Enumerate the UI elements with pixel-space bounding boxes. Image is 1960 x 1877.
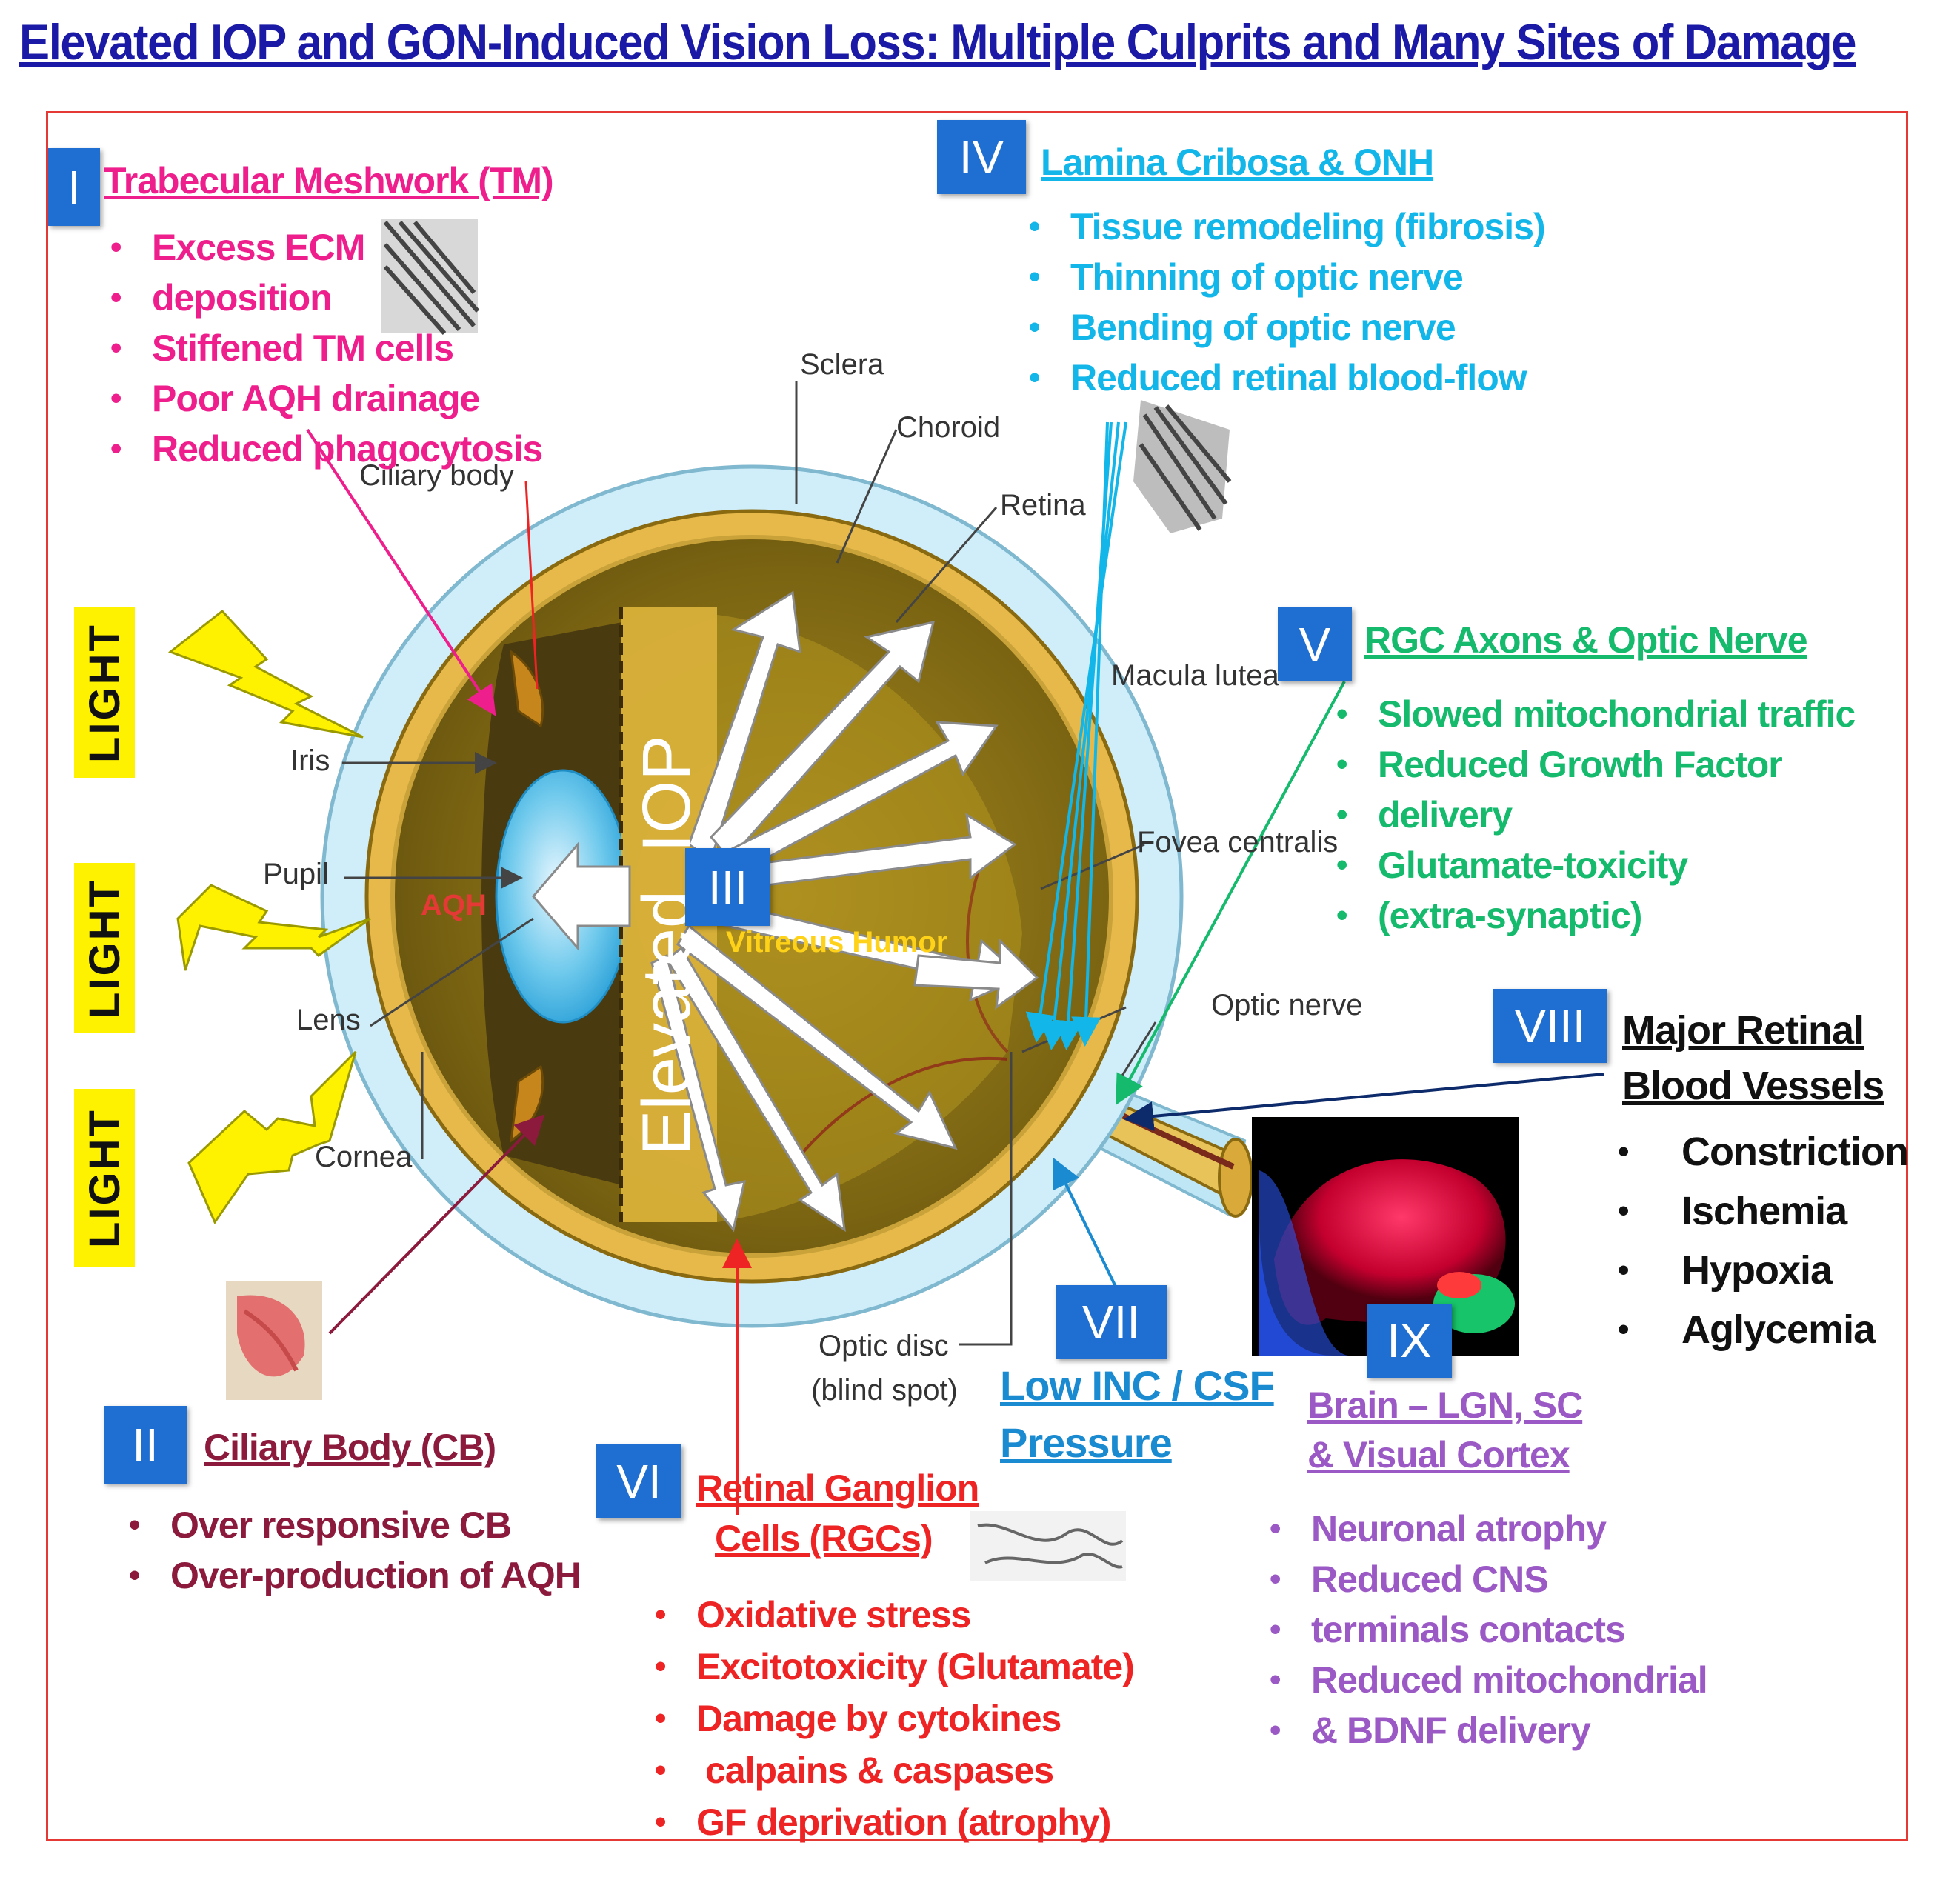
list-item: Slowed mitochondrial traffic (1333, 689, 1856, 739)
rgc-heading-line1: Retinal Ganglion (696, 1467, 979, 1509)
list-item-continuation: delivery (1333, 790, 1855, 840)
list-item: Oxidative stress (652, 1589, 1134, 1641)
vessels-heading-line2: Blood Vessels (1622, 1064, 1884, 1108)
badge-section-9: IX (1367, 1304, 1452, 1378)
list-item: Bending of optic nerve (1026, 302, 1545, 353)
list-item: Reduced CNS (1267, 1554, 1707, 1604)
list-item-continuation: deposition (107, 273, 542, 323)
list-item: Hypoxia (1615, 1241, 1908, 1300)
label-cornea: Cornea (315, 1141, 413, 1173)
label-optic-nerve: Optic nerve (1211, 989, 1363, 1021)
lightning-bolts (167, 609, 371, 1225)
badge-section-6: VI (596, 1444, 681, 1518)
list-item: Constriction (1615, 1122, 1909, 1181)
lamina-heading: Lamina Cribosa & ONH (1041, 141, 1434, 183)
label-pupil: Pupil (263, 858, 329, 890)
list-item: Thinning of optic nerve (1026, 252, 1545, 302)
brain-list: Neuronal atrophy Reduced CNS terminals c… (1267, 1504, 1708, 1756)
badge-section-5: V (1278, 607, 1352, 681)
label-iris: Iris (290, 744, 330, 777)
label-sclera: Sclera (800, 348, 884, 381)
cb-arrow (328, 1114, 545, 1335)
csf-arrow (1052, 1157, 1120, 1293)
list-item: Tissue remodeling (fibrosis) (1026, 201, 1546, 252)
list-item: GF deprivation (atrophy) (652, 1796, 1134, 1848)
list-item: Damage by cytokines (652, 1693, 1134, 1744)
rgc-list: Oxidative stress Excitotoxicity (Glutama… (652, 1589, 1135, 1848)
rgc-heading-line2: Cells (RGCs) (715, 1518, 933, 1559)
badge-section-4: IV (937, 120, 1026, 194)
list-item: Reduced mitochondrial (1267, 1655, 1708, 1705)
vessels-list: Constriction Ischemia Hypoxia Aglycemia (1615, 1122, 1909, 1359)
list-item: Ischemia (1615, 1181, 1908, 1241)
page-title: Elevated IOP and GON-Induced Vision Loss… (19, 14, 1856, 70)
brain-heading-line2: & Visual Cortex (1307, 1434, 1570, 1476)
light-label-bottom: LIGHT (74, 1089, 135, 1267)
label-aqh: AQH (421, 889, 487, 921)
vessels-heading-line1: Major Retinal (1622, 1008, 1864, 1053)
cb-heading: Ciliary Body (CB) (204, 1427, 496, 1468)
badge-section-1: I (48, 148, 100, 226)
csf-heading-line2: Pressure (1000, 1419, 1173, 1466)
list-item: Stiffened TM cells (107, 323, 542, 373)
list-item: Poor AQH drainage (107, 373, 542, 424)
tm-list: Excess ECM deposition Stiffened TM cells… (107, 222, 543, 474)
light-label-middle: LIGHT (74, 863, 135, 1033)
badge-section-3: III (685, 848, 770, 926)
tm-heading: Trabecular Meshwork (TM) (104, 160, 554, 201)
lamina-arrows (1025, 421, 1127, 1050)
light-label-top: LIGHT (74, 607, 135, 778)
label-optic-disc: Optic disc (819, 1330, 949, 1362)
csf-heading-line1: Low INC / CSF (1000, 1362, 1275, 1409)
label-macula: Macula lutea (1111, 659, 1279, 692)
badge-section-2: II (104, 1406, 187, 1484)
pressure-arrows (532, 590, 1039, 1233)
lamina-list: Tissue remodeling (fibrosis) Thinning of… (1026, 201, 1546, 403)
list-item-continuation: (extra-synaptic) (1333, 890, 1855, 941)
rgc-axon-arrow (1116, 681, 1346, 1106)
badge-section-8: VIII (1493, 989, 1607, 1063)
list-item: Aglycemia (1615, 1300, 1908, 1359)
ciliary-body-top (510, 649, 544, 728)
label-blind-spot: (blind spot) (811, 1374, 958, 1407)
list-item: Reduced retinal blood-flow (1026, 353, 1545, 403)
label-choroid: Choroid (896, 411, 1001, 444)
list-item: Reduced Growth Factor (1333, 739, 1855, 790)
label-lens: Lens (296, 1004, 361, 1036)
cb-thumbnail (226, 1281, 322, 1400)
list-item-continuation: calpains & caspases (652, 1744, 1134, 1796)
vessel-arrow (1124, 1073, 1604, 1131)
lamina-thumbnail (1133, 400, 1232, 533)
brain-heading-line1: Brain – LGN, SC (1307, 1384, 1583, 1426)
list-item: Neuronal atrophy (1267, 1504, 1707, 1554)
list-item-continuation: & BDNF delivery (1267, 1705, 1707, 1756)
list-item: Over responsive CB (126, 1500, 581, 1550)
label-retina: Retina (1000, 489, 1086, 521)
tm-arrow (306, 428, 496, 716)
label-fovea: Fovea centralis (1137, 826, 1339, 859)
rgc-axon-list: Slowed mitochondrial traffic Reduced Gro… (1333, 689, 1856, 941)
rgc-thumbnail (970, 1511, 1126, 1581)
list-item: Glutamate-toxicity (1333, 840, 1855, 890)
badge-section-7: VII (1056, 1285, 1167, 1359)
list-item: Excitotoxicity (Glutamate) (652, 1641, 1135, 1693)
cb-list: Over responsive CB Over-production of AQ… (126, 1500, 581, 1601)
ciliary-pointer (524, 481, 539, 690)
list-item: Reduced phagocytosis (107, 424, 543, 474)
label-vitreous: Vitreous Humor (726, 926, 948, 958)
list-item: Over-production of AQH (126, 1550, 581, 1601)
rgc-axon-heading: RGC Axons & Optic Nerve (1364, 619, 1808, 661)
list-item-continuation: terminals contacts (1267, 1604, 1707, 1655)
list-item: Excess ECM (107, 222, 542, 273)
